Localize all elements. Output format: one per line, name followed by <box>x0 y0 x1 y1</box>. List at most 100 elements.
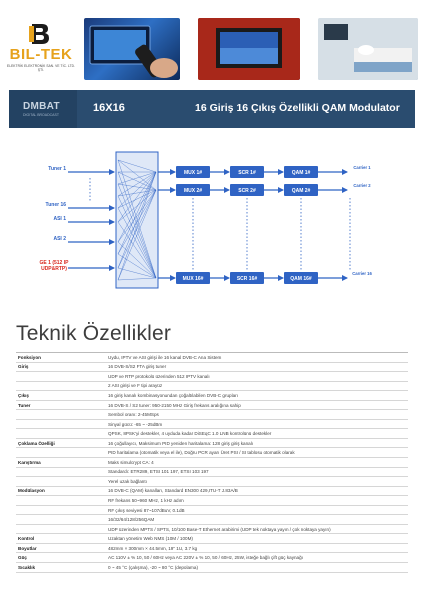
spec-value: Yerel uzak bağlantı <box>106 476 408 487</box>
spec-key <box>16 419 106 430</box>
spec-key: Çıkış <box>16 390 106 401</box>
spec-key <box>16 476 106 487</box>
spec-key: Tuner <box>16 400 106 411</box>
matrix-link <box>117 241 157 279</box>
matrix-link <box>117 189 157 255</box>
page-header: BIL-TEK ELEKTRİK ELEKTRONİK SAN. VE TİC.… <box>0 0 424 88</box>
matrix-link <box>117 267 157 279</box>
spec-key <box>16 505 106 516</box>
brand-subtitle: DIGITAL BROADCAST <box>23 113 59 117</box>
brand-name: DMBAT <box>23 101 60 112</box>
spec-value: Uzaktan yönetim Web NMS (10M / 100M) <box>106 533 408 544</box>
carrier-label: Carrier 2 <box>353 183 371 188</box>
scr-box <box>230 166 264 178</box>
spec-key: Boyutlar <box>16 543 106 554</box>
matrix-link <box>117 207 157 279</box>
spec-value: Sembol oranı: 2-45MSps <box>106 409 408 420</box>
header-photo-tv-wall <box>198 18 300 80</box>
spec-row: QPSK, 8PSK'yi destekler, 4 uyduda kadar … <box>16 428 408 439</box>
spec-key <box>16 447 106 458</box>
model-label: 16X16 <box>93 102 125 114</box>
spec-key <box>16 409 106 420</box>
matrix-link <box>117 189 157 281</box>
qam-label: QAM 1# <box>292 170 311 176</box>
matrix-link <box>117 183 157 279</box>
scr-box <box>230 184 264 196</box>
spec-value: 16 DVB-S / S2 tuner: 950-2150 MHz Giriş … <box>106 400 408 411</box>
spec-key <box>16 467 106 478</box>
spec-key <box>16 381 106 392</box>
scr-label: SCR 2# <box>238 188 256 194</box>
input-label: ASI 2 <box>53 236 66 242</box>
spec-row: UDP üzerinden MPTS / SPTS, 10/100 Base-T… <box>16 524 408 535</box>
spec-row: RF çıkış seviyesi 87~107dBuV, 0.1dB <box>16 505 408 516</box>
spec-value: AC 110V ± % 10, 50 / 60Hz veya AC 220V ±… <box>106 552 408 564</box>
scr-box <box>230 272 264 284</box>
spec-row: Sembol oranı: 2-45MSps <box>16 409 408 420</box>
matrix-link <box>117 171 157 243</box>
spec-key <box>16 524 106 535</box>
scr-label: SCR 1# <box>238 170 256 176</box>
matrix-link <box>117 171 157 209</box>
spec-key <box>16 371 106 382</box>
logo-mark-icon <box>29 24 49 44</box>
matrix-link <box>117 171 157 255</box>
spec-value: PID haritalama (otomatik veya el ile), D… <box>106 447 408 458</box>
matrix-link <box>117 189 157 197</box>
matrix-link <box>117 277 157 281</box>
spec-key: Karıştırma <box>16 457 106 468</box>
matrix-link <box>117 171 157 269</box>
matrix-link <box>117 253 157 279</box>
qam-label: QAM 16# <box>290 276 312 282</box>
logo-text: BIL-TEK <box>9 46 73 63</box>
spec-row: 2 ASI girişi ve F tipi arayüz <box>16 381 408 392</box>
mux-label: MUX 2# <box>184 188 202 194</box>
matrix-link <box>117 189 157 209</box>
spec-value: 16/32/64/128/256QAM <box>106 514 408 525</box>
logo-tagline: ELEKTRİK ELEKTRONİK SAN. VE TİC. LTD. ŞT… <box>6 64 76 72</box>
spec-row: Standardı: ETR289, ETSI 101 197, ETSI 10… <box>16 467 408 478</box>
matrix-link <box>117 171 157 223</box>
spec-value: Uydu, IPTV ve ASI girişi ile 16 kanal DV… <box>106 352 408 363</box>
spec-value: 482mm × 300mm × 44.5mm, 19" 1U, 3.7 kg <box>106 543 408 554</box>
header-photo-remote-tv <box>84 18 180 80</box>
product-banner: DMBAT DIGITAL BROADCAST 16X16 16 Giriş 1… <box>9 90 415 128</box>
matrix-link <box>117 159 157 173</box>
spec-value: 16 giriş kanalı kombinasyonundan çoğaltı… <box>106 390 408 401</box>
spec-value: RF çıkış seviyesi 87~107dBuV, 0.1dB <box>106 505 408 516</box>
spec-row: Sinyal gücü: -65 ~ -25dBm <box>16 419 408 430</box>
input-label-line2: UDP&RTP) <box>41 266 67 272</box>
qam-label: QAM 2# <box>292 188 311 194</box>
mux-label: MUX 1# <box>184 170 202 176</box>
section-title: Teknik Özellikler <box>16 322 172 345</box>
spec-value: UDP üzerinden MPTS / SPTS, 10/100 Base-T… <box>106 524 408 535</box>
spec-row: PID haritalama (otomatik veya el ile), D… <box>16 447 408 458</box>
spec-value: 0 ~ 45 °C (çalışma), -20 ~ 80 °C (depola… <box>106 562 408 573</box>
spec-value: 16 DVB-C (QAM) kanalları, Standard EN300… <box>106 486 408 497</box>
mux-box <box>176 166 210 178</box>
input-label: Tuner 16 <box>46 202 67 208</box>
brand-panel: DMBAT DIGITAL BROADCAST <box>9 90 77 128</box>
scr-label: SCR 16# <box>237 276 258 282</box>
matrix-link <box>117 171 157 191</box>
spec-key: Sıcaklık <box>16 562 106 573</box>
spec-value: Sinyal gücü: -65 ~ -25dBm <box>106 419 408 430</box>
spec-key: Fonksiyon <box>16 352 106 363</box>
header-photo-hospital-room <box>318 18 418 80</box>
matrix-link <box>117 171 157 279</box>
spec-value: 2 ASI girişi ve F tipi arayüz <box>106 381 408 392</box>
matrix-link <box>117 195 157 279</box>
spec-value: Maks simulcrypt CA: 4 <box>106 457 408 468</box>
qam-box <box>284 272 318 284</box>
spec-key <box>16 428 106 439</box>
biltek-logo: BIL-TEK ELEKTRİK ELEKTRONİK SAN. VE TİC.… <box>4 22 78 74</box>
carrier-label: Carrier 16 <box>352 271 372 276</box>
